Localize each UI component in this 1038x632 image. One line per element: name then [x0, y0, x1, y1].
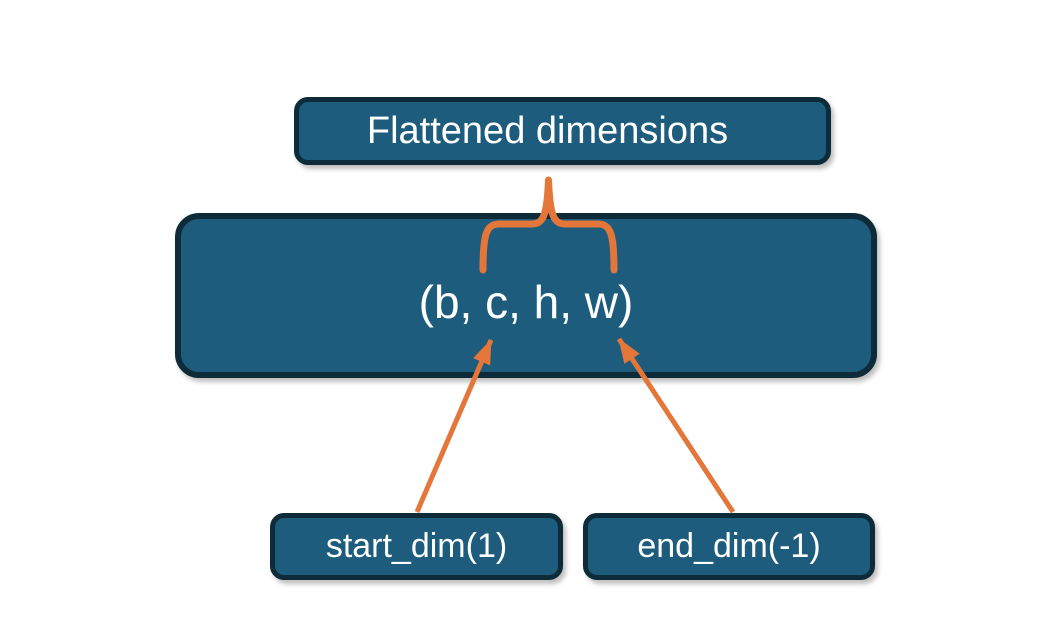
- start-dim-box: start_dim(1): [270, 513, 563, 580]
- start-dim-label: start_dim(1): [325, 527, 508, 565]
- flattened-dimensions-box: Flattened dimensions: [294, 97, 831, 165]
- tensor-shape-box: (b, c, h, w): [175, 213, 877, 378]
- end-dim-box: end_dim(-1): [583, 513, 875, 580]
- tensor-shape-label: (b, c, h, w): [418, 275, 634, 328]
- end-dim-label: end_dim(-1): [637, 527, 821, 565]
- flattened-dimensions-label: Flattened dimensions: [366, 109, 729, 152]
